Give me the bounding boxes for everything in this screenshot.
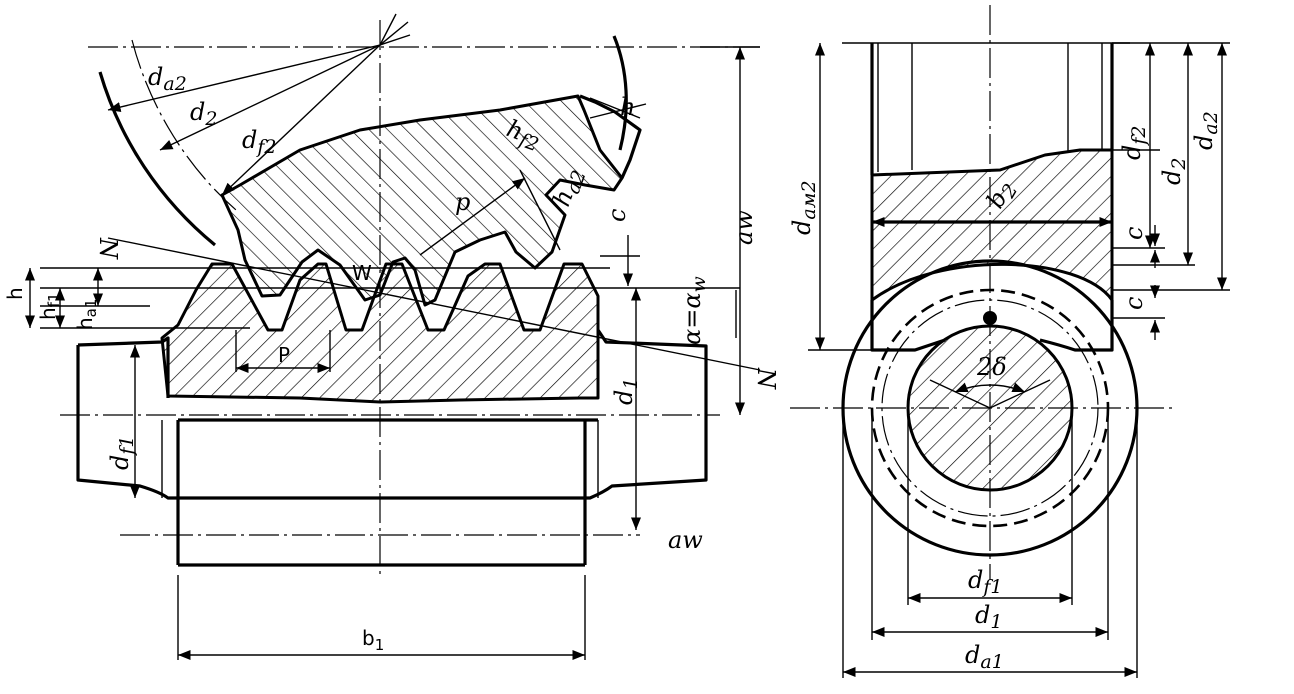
label-d2: d bbox=[190, 98, 205, 126]
svg-text:da2: da2 bbox=[1190, 111, 1222, 150]
svg-text:df2: df2 bbox=[1118, 126, 1150, 161]
label-N-lower: N bbox=[752, 367, 780, 390]
label-b1: b bbox=[362, 626, 375, 650]
label-d1-right: d bbox=[975, 601, 990, 629]
worm-cross-section-view bbox=[790, 5, 1230, 678]
label-c-right2: c bbox=[1120, 297, 1148, 310]
label-da2: d bbox=[148, 63, 163, 91]
label-da2-right: d bbox=[1190, 135, 1218, 150]
svg-text:ha1: ha1 bbox=[73, 299, 100, 330]
label-aw-vertical: aw bbox=[730, 210, 758, 245]
wheel-pitch-arc bbox=[131, 39, 237, 211]
label-N-upper: N bbox=[94, 237, 122, 260]
wheel-tooth-section bbox=[220, 94, 624, 307]
label-da1-right: d bbox=[965, 641, 980, 669]
svg-text:df2: df2 bbox=[242, 126, 277, 158]
svg-text:b1: b1 bbox=[362, 626, 384, 654]
label-df1-left: d bbox=[106, 455, 134, 470]
label-h-left: h bbox=[3, 287, 27, 300]
label-df2: d bbox=[242, 126, 257, 154]
worm-thread-section bbox=[160, 262, 600, 404]
svg-text:hf1: hf1 bbox=[36, 292, 63, 320]
label-d1-left: d bbox=[610, 390, 638, 405]
label-dam2: d bbox=[788, 220, 816, 235]
label-c-left: c bbox=[603, 209, 631, 222]
svg-text:d1: d1 bbox=[610, 378, 642, 405]
svg-text:d2: d2 bbox=[1158, 158, 1190, 185]
right-view-labels: daм2 b2 c c df2 d2 da2 2δ df1 d1 da1 bbox=[788, 111, 1222, 673]
wheel-rim-section bbox=[870, 148, 1114, 302]
worm-body-outline bbox=[77, 329, 708, 398]
label-c-right1: c bbox=[1120, 227, 1148, 240]
svg-text:d1: d1 bbox=[975, 601, 1002, 633]
svg-text:df1: df1 bbox=[106, 436, 138, 471]
svg-text:df1: df1 bbox=[968, 566, 1003, 598]
svg-text:da2: da2 bbox=[148, 63, 187, 95]
svg-text:α=αw: α=αw bbox=[678, 276, 710, 345]
svg-text:daм2: daм2 bbox=[788, 180, 820, 235]
left-view-labels: da2 d2 df2 h hf2 ha2 c p aw N N W h hf1 … bbox=[3, 63, 780, 654]
label-P-lower: P bbox=[278, 343, 290, 367]
svg-text:da1: da1 bbox=[965, 641, 1004, 673]
label-hf1: h bbox=[36, 307, 60, 320]
label-df2-right: d bbox=[1118, 145, 1146, 160]
label-alpha: α=α bbox=[678, 292, 706, 345]
label-df1-right: d bbox=[968, 566, 983, 594]
label-2delta: 2δ bbox=[976, 353, 1007, 381]
label-W: W bbox=[352, 261, 372, 285]
label-d2-right: d bbox=[1158, 170, 1186, 185]
worm-longitudinal-view bbox=[24, 13, 761, 661]
svg-text:d2: d2 bbox=[190, 98, 217, 130]
label-ha1: h bbox=[73, 317, 97, 330]
wheel-outer-arc bbox=[98, 71, 217, 247]
label-aw-bottom: aw bbox=[668, 526, 703, 554]
label-h-top: h bbox=[620, 93, 635, 121]
label-p-upper: p bbox=[455, 188, 470, 216]
